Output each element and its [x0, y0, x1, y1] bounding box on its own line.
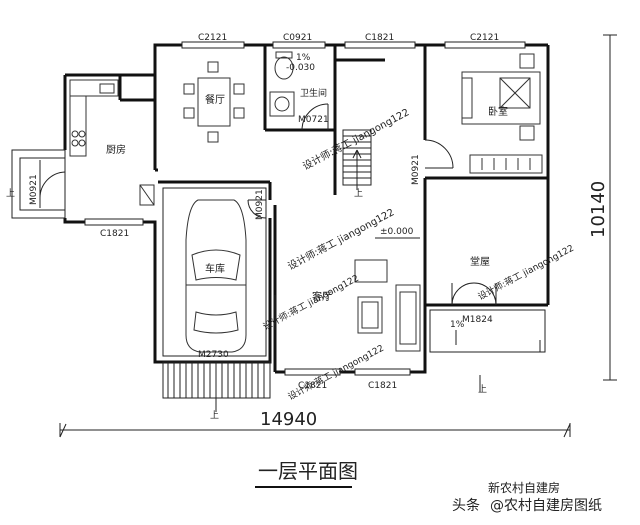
window-bottom-2: [354, 368, 411, 376]
bathroom-fittings: [269, 51, 329, 131]
bath-elevation: -0.030: [286, 63, 315, 73]
porch-slope: 1%: [450, 320, 465, 330]
room-dining: 餐厅: [205, 93, 225, 106]
window-labels: C2121 C0921 C1821 C2121 C1821 C1821 C182…: [100, 33, 499, 391]
footer-prefix: 头条: [452, 497, 480, 514]
room-labels: 厨房 餐厅 卫生间 卧室 车库 客厅 堂屋: [106, 87, 508, 303]
overall-width: 14940: [260, 409, 317, 430]
footer-handle: @农村自建房图纸: [490, 498, 602, 514]
dining-table: [183, 61, 245, 143]
bedroom-furniture: [461, 53, 543, 174]
overall-depth: 10140: [588, 181, 609, 238]
room-garage: 车库: [205, 262, 225, 275]
window-label-bottom-1: C1821: [298, 381, 327, 391]
room-living: 客厅: [312, 290, 332, 303]
room-hall: 堂屋: [470, 256, 490, 268]
plan-title: 一层平面图: [258, 459, 358, 483]
window-label-top-3: C1821: [365, 33, 394, 43]
room-bathroom: 卫生间: [300, 87, 327, 99]
window-label-top-2: C0921: [283, 33, 312, 43]
hall-porch: [429, 282, 546, 392]
window-openings: [84, 41, 526, 376]
annotations: -0.030 ±0.000 1% 1% 上 上 上 上: [6, 53, 487, 421]
window-top-4: [444, 41, 526, 49]
up-mark-garage: 上: [210, 410, 219, 421]
door-labels: M0721 M0921 M0921 M0921 M2730 M1824: [29, 115, 493, 360]
window-bottom-1: [284, 368, 341, 376]
window-label-kitchen: C1821: [100, 229, 129, 239]
staircase: [342, 129, 454, 190]
room-bedroom: 卧室: [488, 105, 508, 118]
watermark-2: 设计师:蒋工 jiangong122: [285, 205, 396, 272]
watermark-4: 设计师:蒋工 jiangong122: [476, 242, 576, 303]
window-label-bottom-2: C1821: [368, 381, 397, 391]
watermarks: 设计师:蒋工 jiangong122 设计师:蒋工 jiangong122 设计…: [261, 105, 576, 402]
room-kitchen: 厨房: [106, 143, 126, 156]
side-porch: [11, 149, 66, 219]
door-label-kitchen: M0921: [29, 174, 39, 205]
faint-watermark: 新农村自建房: [488, 480, 560, 495]
door-label-hall: M1824: [462, 315, 493, 325]
door-label-bathroom: M0721: [298, 115, 329, 125]
door-label-garage-side: M0921: [255, 189, 265, 220]
window-top-3: [344, 41, 416, 49]
footer-credit: 头条 @农村自建房图纸: [452, 497, 602, 514]
door-label-garage: M2730: [198, 350, 229, 360]
up-mark-porch: 上: [6, 188, 15, 199]
garage: [162, 187, 271, 412]
window-kitchen: [84, 218, 144, 226]
window-label-top-4: C2121: [470, 33, 499, 43]
up-mark-porch-2: 上: [478, 384, 487, 395]
door-label-bedroom: M0921: [411, 154, 421, 185]
main-elevation: ±0.000: [380, 227, 414, 237]
up-mark-stair: 上: [354, 188, 363, 199]
window-top-1: [181, 41, 245, 49]
bath-slope: 1%: [296, 53, 311, 63]
window-label-top-1: C2121: [198, 33, 227, 43]
dimension-lines: [59, 34, 617, 438]
window-top-2: [272, 41, 326, 49]
living-furniture: [274, 259, 421, 352]
kitchen-fittings: [69, 79, 155, 206]
